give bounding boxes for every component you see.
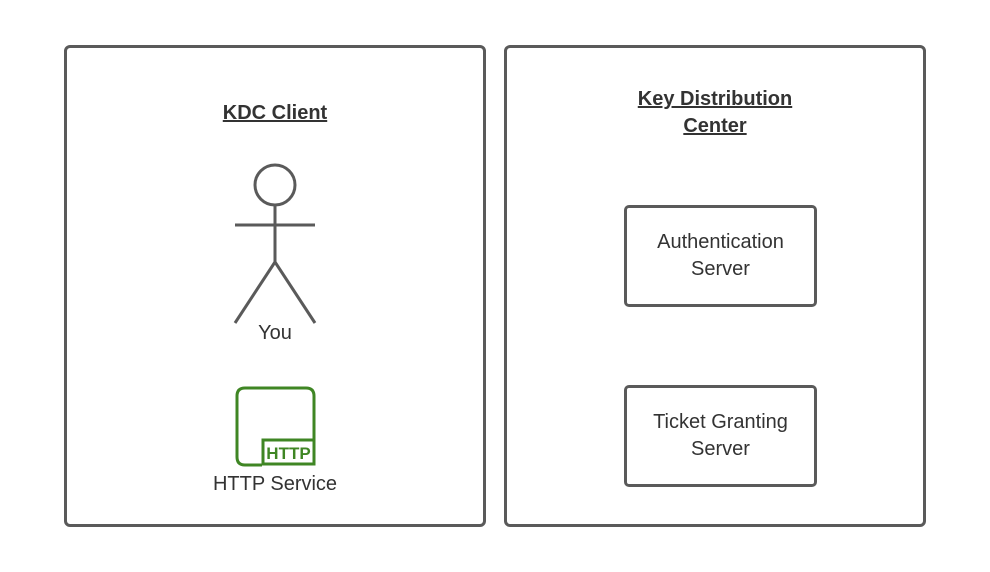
kdc-title: Key Distribution Center [637,88,793,137]
user-label: You [258,322,292,344]
authentication-server-box: Authentication Server [624,205,817,307]
http-service-label: HTTP Service [212,473,338,495]
http-service-icon [235,386,316,467]
kdc-client-panel [64,45,486,527]
kdc-client-title: KDC Client [222,102,328,124]
http-icon-text: HTTP [266,444,310,463]
kdc-panel [504,45,926,527]
user-actor-icon [233,163,317,324]
ticket-granting-server-box: Ticket Granting Server [624,385,817,487]
